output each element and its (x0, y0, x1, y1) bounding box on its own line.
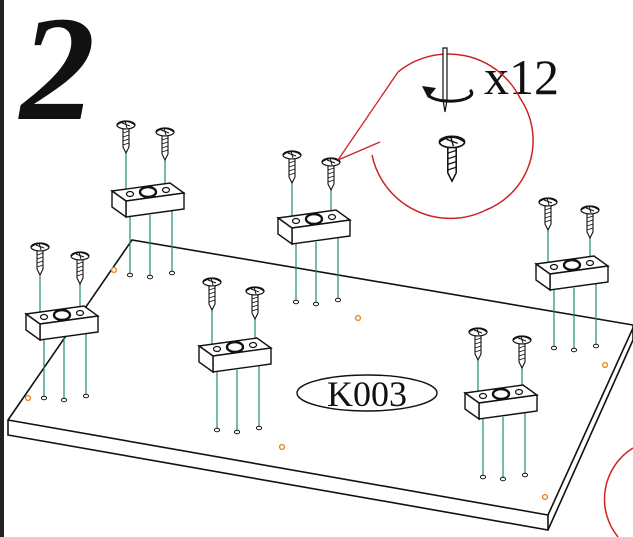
predrilled-hole (110, 266, 118, 274)
board-label-text: K003 (327, 374, 407, 414)
screw-icon (580, 205, 600, 239)
predrilled-hole (354, 314, 362, 322)
board-hole (592, 343, 600, 349)
board-hole (82, 393, 90, 399)
board-hole (233, 429, 241, 435)
board-hole (292, 299, 300, 305)
wood-block (110, 181, 186, 219)
mounting-block-2 (276, 150, 352, 307)
board-label: K003 (296, 374, 438, 414)
board-hole (312, 301, 320, 307)
mounting-block-4 (24, 242, 100, 403)
screw-icon (155, 127, 175, 161)
mounting-block-6 (463, 327, 539, 482)
mounting-block-3 (534, 197, 610, 353)
screw-callout (337, 47, 534, 220)
callout-screw-icon (438, 135, 466, 183)
screw-icon (538, 197, 558, 231)
screw-quantity-label: x12 (484, 49, 559, 105)
screw-icon (30, 242, 50, 276)
rotate-cw-icon (422, 86, 474, 103)
board-hole (60, 397, 68, 403)
board-hole (146, 274, 154, 280)
predrilled-hole (278, 443, 286, 451)
screw-icon (70, 251, 90, 285)
mounting-block-5 (197, 277, 273, 435)
board-hole (521, 472, 529, 478)
board-hole (255, 425, 263, 431)
page-border (0, 0, 4, 537)
board-hole (126, 272, 134, 278)
board-hole (479, 474, 487, 480)
board-hole (550, 345, 558, 351)
step-number: 2 (20, 0, 95, 152)
predrilled-hole (541, 493, 549, 501)
mounting-block-1 (110, 120, 186, 280)
screw-icon (282, 150, 302, 184)
board-hole (168, 270, 176, 276)
board-hole (40, 395, 48, 401)
screw-icon (321, 157, 341, 191)
board-hole (499, 476, 507, 482)
board-hole (570, 347, 578, 353)
screw-icon (116, 120, 136, 154)
predrilled-hole (24, 394, 32, 402)
board-hole (334, 297, 342, 303)
partial-callout-circle (603, 447, 633, 537)
predrilled-hole (601, 361, 609, 369)
board-hole (213, 427, 221, 433)
wood-block (534, 254, 610, 292)
wood-block (276, 208, 352, 246)
predrilled-holes (24, 266, 609, 501)
